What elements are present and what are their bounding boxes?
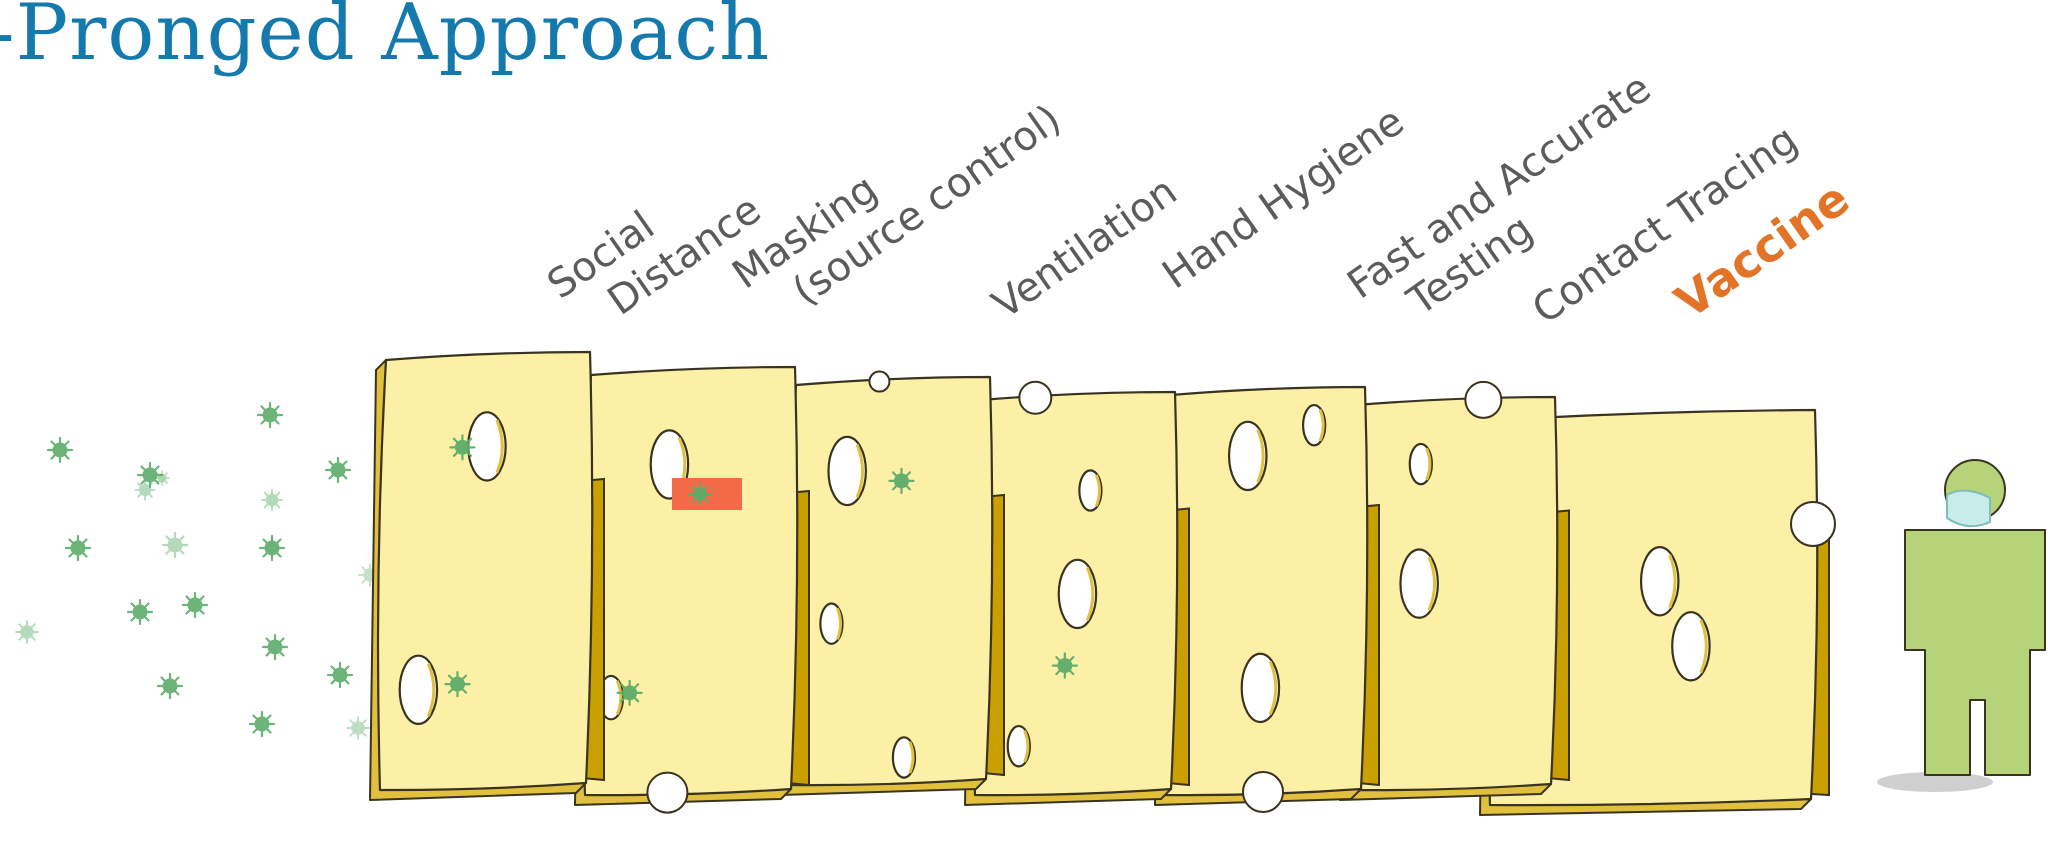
virus-icon: [326, 458, 350, 482]
layer-label: SocialDistance: [539, 147, 769, 347]
slice-hole: [1400, 550, 1437, 618]
layer-label: Ventilation: [984, 168, 1185, 328]
cheese-slice: [780, 372, 1004, 795]
virus-icon: [889, 469, 913, 493]
virus-icon: [66, 536, 90, 560]
person-body: [1905, 530, 2045, 775]
cheese-slice: [370, 352, 604, 800]
slice-hole: [1242, 654, 1279, 722]
person-icon: [1905, 460, 2045, 775]
virus-icon: [183, 593, 207, 617]
virus-icon: [258, 403, 282, 427]
layer-label-line: Ventilation: [984, 168, 1185, 328]
virus-icon: [618, 681, 642, 705]
virus-icon: [328, 663, 352, 687]
virus-icon: [158, 674, 182, 698]
slice-face: [583, 367, 797, 795]
virus-icon: [689, 483, 711, 505]
cheese-slice: [575, 367, 809, 813]
slice-notch: [1243, 772, 1283, 812]
virus-icon: [135, 480, 154, 499]
slice-hole: [1229, 422, 1266, 490]
slice-hole: [1672, 612, 1709, 680]
virus-icon: [260, 536, 284, 560]
virus-icon: [16, 621, 38, 643]
slice-notch: [869, 372, 889, 392]
virus-icon: [128, 600, 152, 624]
mask-icon: [1947, 491, 1990, 527]
slice-hole: [400, 656, 437, 724]
virus-icon: [48, 438, 72, 462]
slice-notch: [1791, 502, 1835, 546]
virus-icon: [250, 712, 274, 736]
slice-hole: [828, 437, 865, 505]
virus-icon: [155, 471, 169, 485]
virus-icon: [450, 435, 474, 459]
slice-hole: [1059, 560, 1096, 628]
slice-notch: [1019, 382, 1051, 414]
virus-icon: [1053, 654, 1077, 678]
slice-notch: [1465, 382, 1501, 418]
virus-icon: [163, 533, 187, 557]
virus-icon: [263, 635, 287, 659]
slice-face: [788, 377, 992, 785]
cheese-slices: [370, 352, 1835, 815]
slice-hole: [1641, 547, 1678, 615]
virus-icon: [445, 672, 469, 696]
slice-notch: [647, 773, 687, 813]
virus-icon: [262, 490, 282, 510]
virus-icon: [347, 717, 369, 739]
